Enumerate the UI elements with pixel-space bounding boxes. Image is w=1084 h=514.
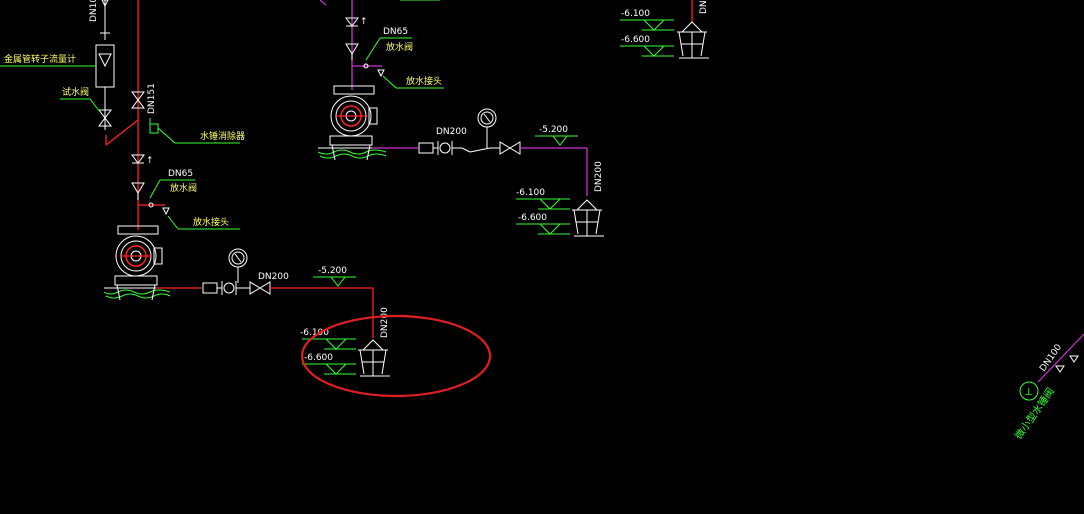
dn200-mid-label: DN200 — [436, 127, 467, 137]
dn200-vertical-mid-label: DN200 — [594, 161, 604, 192]
level-6600-mid-label: -6.600 — [518, 213, 547, 223]
top-right-system: DN2 -6.100 -6.600 — [620, 0, 709, 59]
dn65-mid-label: DN65 — [383, 27, 408, 37]
water-hammer-arrester-icon — [149, 123, 159, 134]
svg-text:DN2: DN2 — [699, 0, 709, 14]
pipe-label-dn151: DN151 — [147, 83, 157, 114]
svg-text:⊥: ⊥ — [1024, 387, 1033, 398]
level-6100-top-label: -6.100 — [621, 9, 650, 19]
outlet-valve-left-icon — [249, 281, 261, 295]
flex-joint-icon — [202, 282, 218, 294]
svg-text:↑: ↑ — [146, 156, 154, 166]
dn65-left-label: DN65 — [168, 169, 193, 179]
svg-text:↑: ↑ — [360, 17, 368, 27]
dn200-left-label: DN200 — [258, 272, 289, 282]
middle-pump-system: ↑ DN65 放水阀 放水接头 — [317, 0, 604, 237]
gate-valve-icon — [131, 91, 145, 101]
dn200-vertical-left-label: DN200 — [380, 307, 390, 338]
flowmeter-label: 金属管转子流量计 — [4, 53, 76, 65]
highlight-circle[interactable] — [300, 314, 492, 398]
pipe-label-dn100-top: DN100 — [89, 0, 99, 22]
level-6100-left-label: -6.100 — [300, 328, 329, 338]
left-pump-icon — [103, 225, 174, 301]
valve-icon — [98, 109, 112, 119]
level-5200-mid-label: -5.200 — [539, 125, 568, 135]
drain-connector-mid-label: 放水接头 — [406, 75, 442, 87]
water-hammer-arrester-label: 水锤消除器 — [200, 130, 245, 142]
valve-symbol-right-icon — [1019, 381, 1039, 401]
drain-valve-mid-label: 放水阀 — [386, 41, 413, 53]
level-6600-left-label: -6.600 — [304, 353, 333, 363]
level-5200-left-label: -5.200 — [318, 266, 347, 276]
bottom-right-system: ⊥ DN100 微小型水锤阀 — [1012, 333, 1084, 442]
corner-label-right: 微小型水锤阀 — [1012, 385, 1057, 442]
left-pump-system: DN100 金属管转子流量计 试水阀 DN151 水锤消除器 ↑ DN65 放水… — [0, 0, 492, 398]
suction-bell-mid-icon — [572, 199, 604, 237]
level-6600-top-label: -6.600 — [621, 35, 650, 45]
level-6100-mid-label: -6.100 — [516, 188, 545, 198]
test-valve-label: 试水阀 — [62, 86, 89, 98]
suction-bell-left-icon — [358, 339, 390, 377]
drain-valve-left-label: 放水阀 — [170, 182, 197, 194]
middle-pump-icon — [317, 85, 388, 161]
drain-connector-left-label: 放水接头 — [193, 216, 229, 228]
